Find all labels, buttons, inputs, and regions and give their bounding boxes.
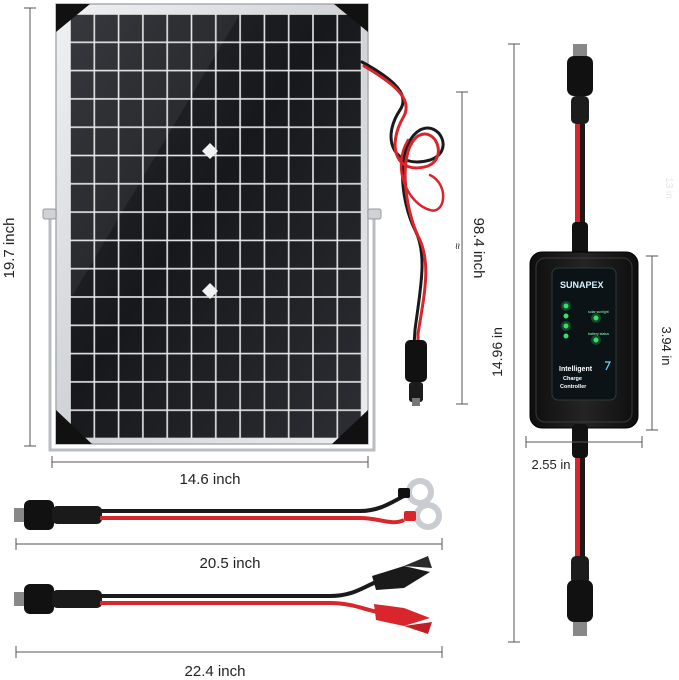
dimension-lines [15,7,658,658]
controller-assembly: SUNAPEX solar sunlight battery status In… [529,44,639,636]
controller-leds [563,303,599,343]
controller-title-line1: Intelligent [559,366,593,373]
controller-swoosh-icon [605,361,611,371]
label-panel-height: 19.7 inch [1,218,18,279]
panel-stand-bracket [48,214,376,452]
controller-led-label-solar: solar sunlight [588,310,609,314]
controller-faceplate [551,267,617,401]
solar-panel [42,3,382,452]
label-controller-width: 2.55 in [531,457,570,472]
ring-terminal-cable [14,478,442,530]
label-ring-cable-length: 20.5 inch [200,555,261,572]
label-controller-cable-length: 14.96 in [489,327,505,377]
controller-title-line2: Charge [563,376,582,382]
sae-connector-panel [405,340,427,406]
label-cable-break: ≈ [451,243,463,249]
label-panel-width: 14.6 inch [180,471,241,488]
controller-brand: SUNAPEX [560,280,604,290]
alligator-clip-cable [14,556,432,634]
panel-busbar-diamonds [202,143,218,299]
panel-output-cable [360,60,445,347]
black-clip [372,566,430,590]
label-cable-length: 98.4 inch [470,218,487,279]
panel-corner-brackets [56,4,368,444]
label-controller-height: 3.94 in [659,326,674,365]
red-clip [374,604,430,626]
controller-led-label-battery: battery status [588,332,609,336]
controller-title-line3: Controller [560,384,587,390]
label-faint-mark: 13 in [663,177,674,199]
label-clip-cable-length: 22.4 inch [185,663,246,680]
